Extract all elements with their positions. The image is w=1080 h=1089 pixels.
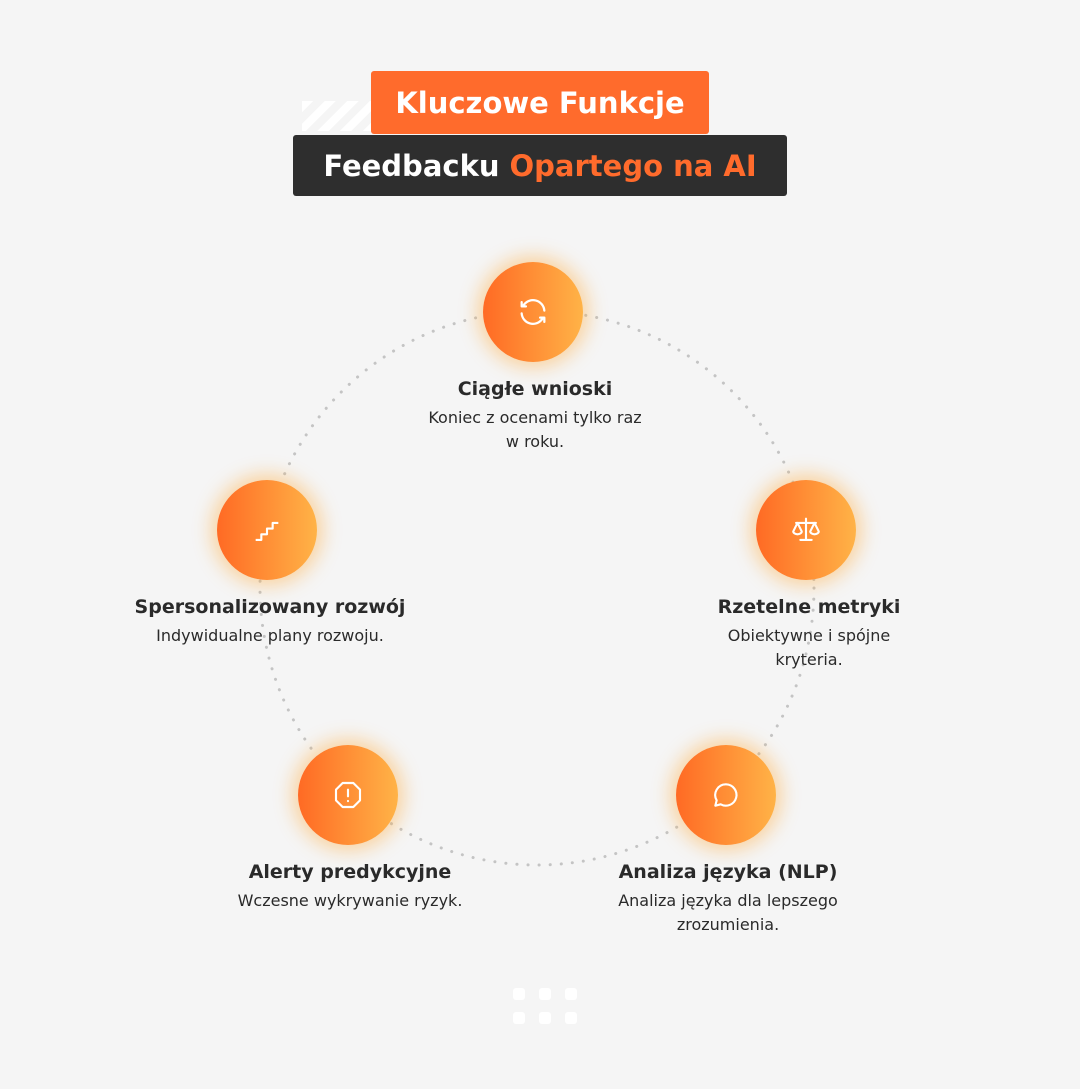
feature-title: Rzetelne metryki [717, 596, 901, 618]
feature-node-metrics [756, 480, 856, 580]
decorative-stripes [302, 101, 372, 131]
feature-desc: Wczesne wykrywanie ryzyk. [237, 891, 463, 910]
feature-title: Spersonalizowany rozwój [134, 596, 406, 618]
feature-label-continuous: Ciągłe wnioski Koniec z ocenami tylko ra… [365, 378, 705, 454]
title-text-2-white: Feedbacku [323, 148, 500, 183]
feature-node-continuous [483, 262, 583, 362]
feature-label-alerts: Alerty predykcyjne Wczesne wykrywanie ry… [180, 861, 520, 913]
chat-bubble-icon [714, 783, 738, 807]
title-line-1: Kluczowe Funkcje [371, 71, 709, 134]
feature-title: Ciągłe wnioski [457, 378, 613, 400]
feature-title: Alerty predykcyjne [248, 861, 452, 883]
feature-label-metrics: Rzetelne metryki Obiektywne i spójne kry… [639, 596, 979, 672]
feature-title: Analiza języka (NLP) [618, 861, 838, 883]
feature-label-development: Spersonalizowany rozwój Indywidualne pla… [100, 596, 440, 648]
feature-desc: Koniec z ocenami tylko raz w roku. [428, 408, 642, 451]
title-line-2: Feedbacku Opartego na AI [293, 135, 787, 196]
feature-desc: Analiza języka dla lepszego zrozumienia. [618, 891, 838, 934]
feature-desc: Obiektywne i spójne kryteria. [727, 626, 891, 669]
title-text-1: Kluczowe Funkcje [395, 85, 685, 120]
alert-octagon-icon [334, 781, 362, 809]
feature-node-nlp [676, 745, 776, 845]
refresh-icon [520, 299, 546, 325]
feature-node-alerts [298, 745, 398, 845]
feature-label-nlp: Analiza języka (NLP) Analiza języka dla … [558, 861, 898, 937]
stairs-icon [255, 521, 279, 541]
title-text-2-orange: Opartego na AI [509, 148, 757, 183]
scale-icon [792, 517, 820, 541]
feature-desc: Indywidualne plany rozwoju. [156, 626, 384, 645]
feature-node-development [217, 480, 317, 580]
decorative-dot-grid [513, 988, 577, 1024]
